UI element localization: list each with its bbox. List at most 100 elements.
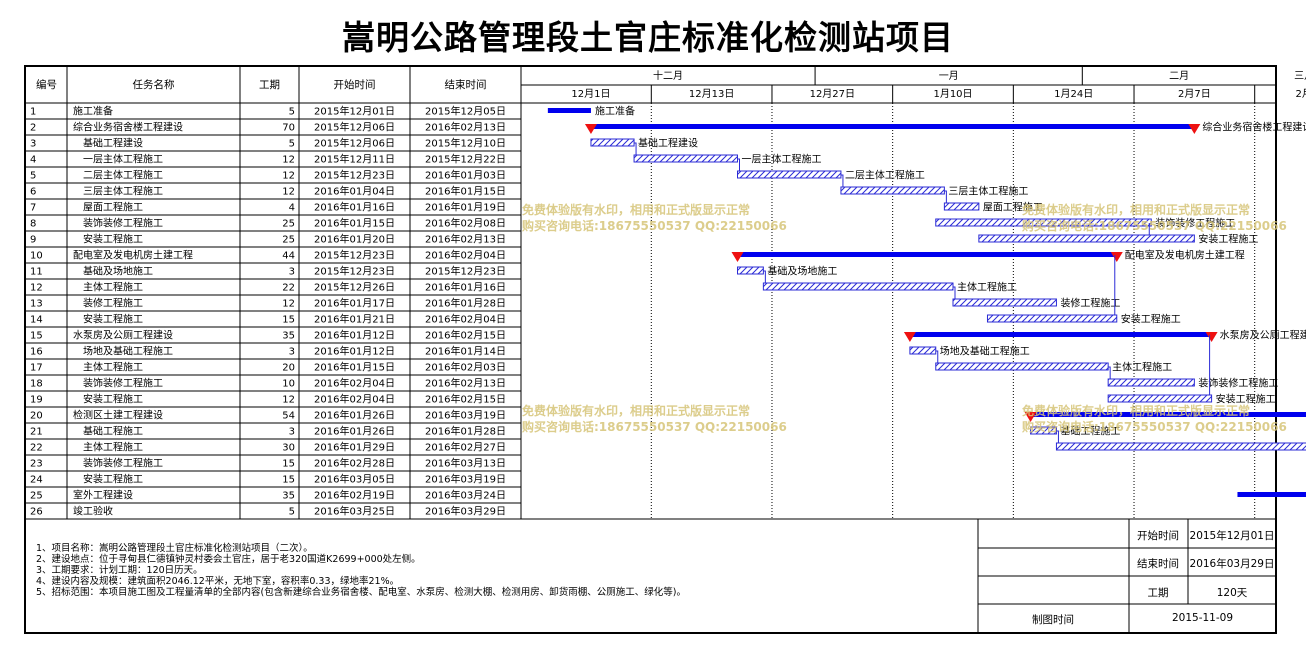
- bar-label: 基础工程建设: [638, 137, 698, 150]
- task-start-date: 2016年01月12日: [314, 329, 395, 342]
- info-start-label: 开始时间: [1137, 530, 1179, 542]
- task-duration: 20: [282, 363, 295, 374]
- task-start-date: 2015年12月26日: [314, 281, 395, 294]
- task-duration: 3: [289, 347, 295, 358]
- task-id: 16: [30, 347, 43, 358]
- bar-label: 场地及基础工程施工: [940, 345, 1030, 358]
- bar-label: 装修工程施工: [1060, 297, 1120, 310]
- info-drawn-label: 制图时间: [1032, 614, 1074, 626]
- task-duration: 12: [282, 155, 295, 166]
- month-label: 十二月: [653, 69, 683, 82]
- task-duration: 25: [282, 235, 295, 246]
- task-start-date: 2016年03月25日: [314, 505, 395, 518]
- dependency-connector: [944, 190, 947, 203]
- task-end-date: 2015年12月22日: [425, 153, 506, 166]
- task-end-date: 2016年01月15日: [425, 185, 506, 198]
- task-start-date: 2016年02月28日: [314, 457, 395, 470]
- bar-label: 水泵房及公厕工程建设: [1220, 329, 1306, 342]
- info-end-value: 2016年03月29日: [1189, 558, 1275, 570]
- task-duration: 5: [289, 107, 295, 118]
- bar-label: 装饰装修工程施工: [1155, 217, 1235, 230]
- task-id: 26: [30, 507, 43, 518]
- task-duration: 54: [282, 411, 295, 422]
- note-line: 1、项目名称：嵩明公路管理段土官庄标准化检测站项目（二次）。: [36, 543, 313, 554]
- task-id: 2: [30, 123, 36, 134]
- task-end-date: 2016年02月13日: [425, 233, 506, 246]
- bar-label: 综合业务宿舍楼工程建设: [1202, 121, 1306, 134]
- task-name: 屋面工程施工: [83, 201, 143, 214]
- task-start-date: 2016年01月20日: [314, 233, 395, 246]
- dependency-connector: [737, 158, 740, 171]
- task-id: 3: [30, 139, 36, 150]
- task-duration: 5: [289, 139, 295, 150]
- task-end-date: 2016年02月04日: [425, 313, 506, 326]
- task-name: 竣工验收: [73, 505, 113, 518]
- week-label: 1月10日: [933, 88, 972, 100]
- task-end-date: 2016年03月24日: [425, 489, 506, 502]
- task-bar: [952, 298, 1057, 307]
- task-id: 7: [30, 203, 36, 214]
- milestone-marker: [1110, 252, 1123, 262]
- task-end-date: 2016年02月15日: [425, 329, 506, 342]
- task-end-date: 2015年12月05日: [425, 105, 506, 118]
- header-duration: 工期: [259, 79, 280, 91]
- task-duration: 22: [282, 283, 295, 294]
- task-name: 场地及基础工程施工: [83, 345, 173, 358]
- header-name: 任务名称: [133, 78, 175, 91]
- task-name: 三层主体工程施工: [83, 185, 163, 198]
- task-name: 装饰装修工程施工: [83, 377, 163, 390]
- task-start-date: 2015年12月06日: [314, 137, 395, 150]
- task-id: 22: [30, 443, 43, 454]
- task-start-date: 2015年12月23日: [314, 265, 395, 278]
- task-name: 配电室及发电机房土建工程: [73, 249, 193, 262]
- task-name: 主体工程施工: [83, 441, 143, 454]
- dependency-connector: [1108, 366, 1111, 379]
- task-end-date: 2016年02月08日: [425, 217, 506, 230]
- note-line: 5、招标范围：本项目施工图及工程量清单的全部内容(包含新建综合业务宿舍楼、配电室…: [36, 587, 686, 598]
- summary-bar: [1030, 412, 1306, 417]
- milestone-marker: [731, 252, 744, 262]
- task-end-date: 2016年02月04日: [425, 249, 506, 262]
- task-start-date: 2015年12月06日: [314, 121, 395, 134]
- task-duration: 5: [289, 507, 295, 518]
- task-duration: 25: [282, 219, 295, 230]
- task-duration: 12: [282, 187, 295, 198]
- dependency-connector: [634, 142, 637, 155]
- task-start-date: 2016年01月26日: [314, 409, 395, 422]
- task-duration: 15: [282, 315, 295, 326]
- task-name: 主体工程施工: [83, 281, 143, 294]
- week-label: 2月7日: [1178, 88, 1211, 100]
- task-id: 19: [30, 395, 43, 406]
- week-label: 1月24日: [1054, 88, 1093, 100]
- task-id: 1: [30, 107, 36, 118]
- bar-label: 安装工程施工: [1198, 233, 1258, 246]
- task-duration: 70: [282, 123, 295, 134]
- task-end-date: 2016年01月16日: [425, 281, 506, 294]
- task-end-date: 2016年01月14日: [425, 345, 506, 358]
- task-duration: 4: [289, 203, 295, 214]
- info-start-value: 2015年12月01日: [1189, 530, 1275, 542]
- month-label: 三月: [1294, 70, 1306, 82]
- task-bar: [840, 186, 945, 195]
- task-duration: 3: [289, 427, 295, 438]
- dependency-connector: [1056, 430, 1059, 443]
- task-duration: 12: [282, 395, 295, 406]
- milestone-marker: [584, 124, 597, 134]
- task-end-date: 2016年03月29日: [425, 505, 506, 518]
- task-id: 21: [30, 427, 43, 438]
- task-end-date: 2016年01月28日: [425, 297, 506, 310]
- task-name: 安装工程施工: [83, 473, 143, 486]
- task-start-date: 2015年12月01日: [314, 105, 395, 118]
- task-end-date: 2015年12月10日: [425, 137, 506, 150]
- task-name: 安装工程施工: [83, 313, 143, 326]
- task-id: 12: [30, 283, 43, 294]
- task-name: 安装工程施工: [83, 233, 143, 246]
- info-duration-value: 120天: [1216, 587, 1248, 599]
- task-duration: 30: [282, 443, 295, 454]
- task-start-date: 2016年01月17日: [314, 297, 395, 310]
- task-name: 二层主体工程施工: [83, 169, 163, 182]
- task-name: 安装工程施工: [83, 393, 143, 406]
- task-start-date: 2016年02月19日: [314, 489, 395, 502]
- task-end-date: 2016年02月13日: [425, 377, 506, 390]
